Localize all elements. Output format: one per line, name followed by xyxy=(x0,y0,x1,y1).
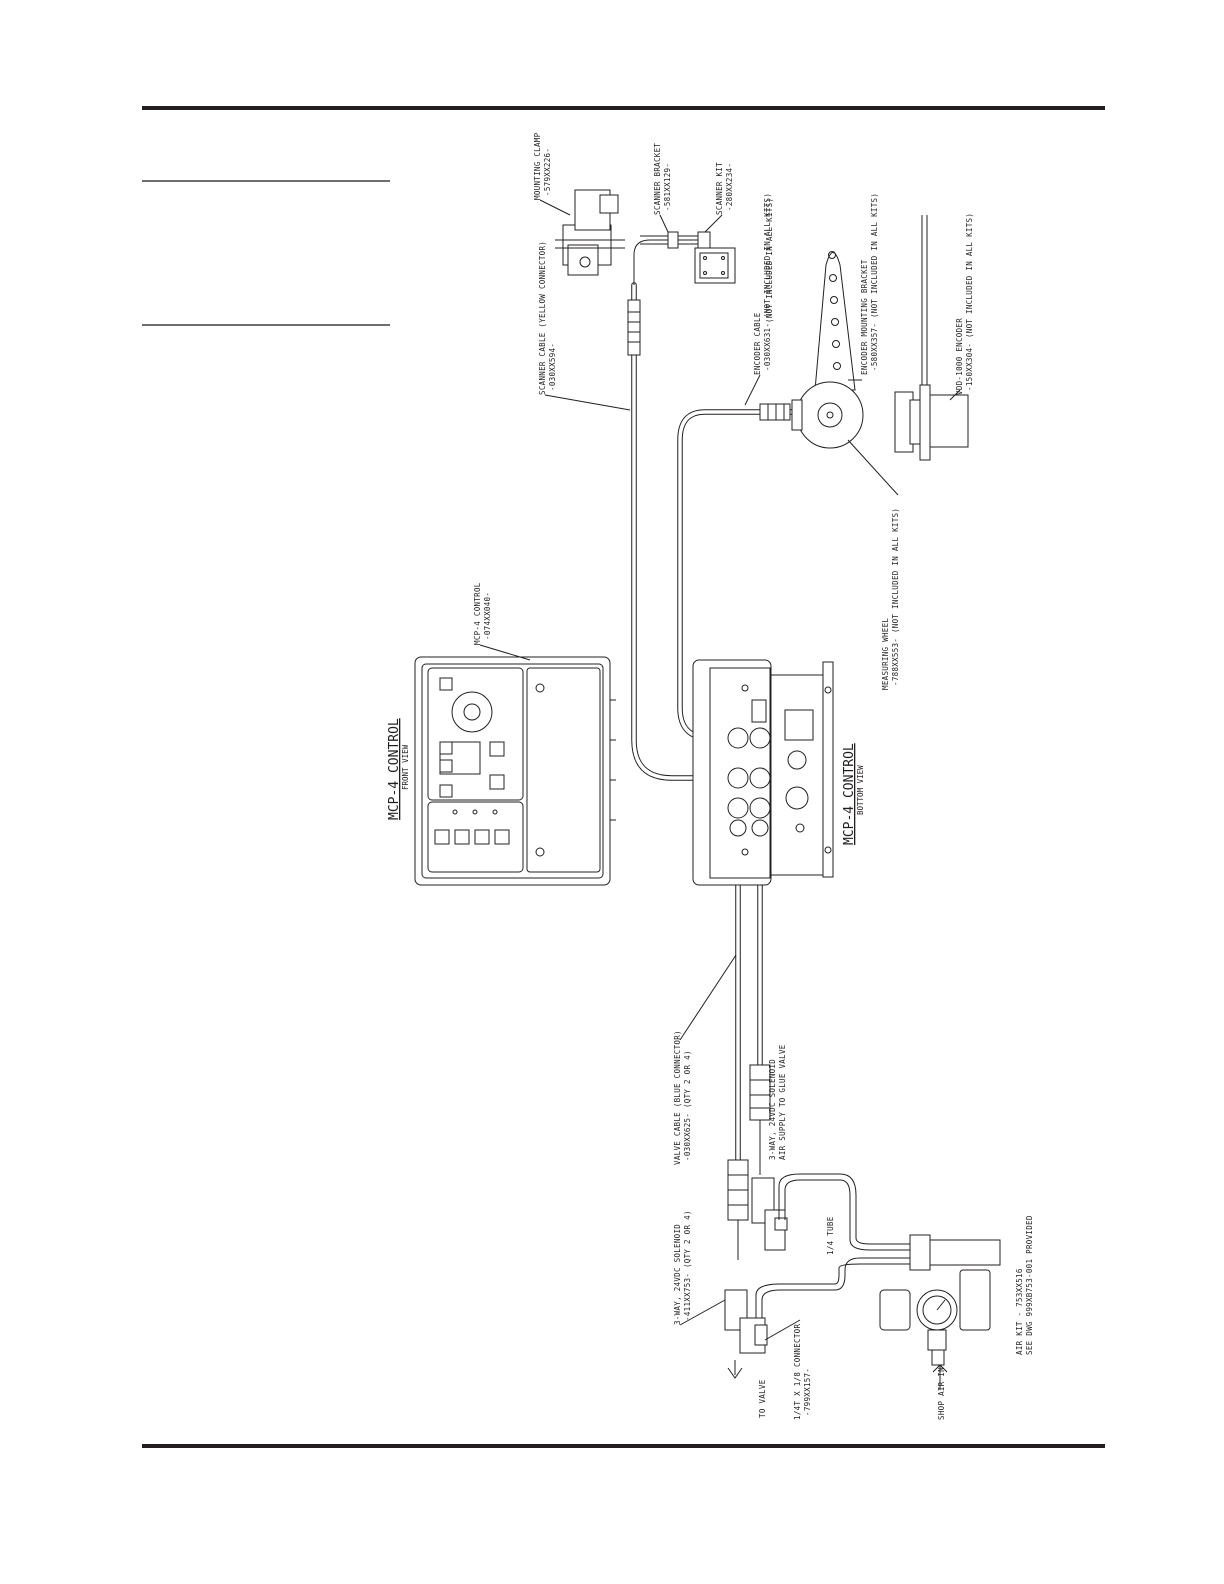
measuring-wheel xyxy=(791,381,864,449)
label-scanner-kit-pn: -280XX234- xyxy=(725,163,734,211)
sidebar-rule-bottom xyxy=(142,324,390,326)
label-scanner-kit-note: (NOT INCLUDED IN ALL KITS) xyxy=(765,198,774,323)
air-tubing xyxy=(755,1173,930,1318)
label-mcp-control-pn: -074XX040- xyxy=(483,592,492,640)
scanner-kit xyxy=(694,231,736,284)
bottom-view-subtitle: BOTTOM VIEW xyxy=(856,765,865,815)
footer-rule xyxy=(142,1444,1105,1448)
label-solenoid: 3-WAY, 24VDC SOLENOID xyxy=(673,1224,682,1325)
label-solenoid-glue-sub: AIR SUPPLY TO GLUE VALVE xyxy=(778,1044,787,1160)
label-vdd-encoder-pn: -150XX304- (NOT INCLUDED IN ALL KITS) xyxy=(965,213,974,391)
label-encoder-bracket: ENCODER MOUNTING BRACKET xyxy=(860,259,869,375)
scanner-cable xyxy=(627,239,751,781)
label-air-kit-sub: SEE DWG 999XB753-001 PROVIDED xyxy=(1025,1215,1034,1355)
front-view-subtitle: FRONT VIEW xyxy=(401,744,410,790)
leader-lines xyxy=(479,199,961,1341)
mcp4-bottom-view xyxy=(692,659,834,886)
label-measuring-wheel-pn: -788XX553- (NOT INCLUDED IN ALL KITS) xyxy=(891,508,900,686)
scanner-bracket xyxy=(640,231,705,249)
label-connector: 1/4T X 1/8 CONNECTOR xyxy=(793,1324,802,1420)
label-scanner-bracket-pn: -581XX129- xyxy=(663,163,672,211)
label-solenoid-glue: 3-WAY, 24VDC SOLENOID xyxy=(768,1059,777,1160)
label-scanner-cable-pn: -030XX594- xyxy=(548,343,557,391)
label-shop-air: SHOP AIR IN xyxy=(937,1367,946,1420)
solenoid-glue-supply xyxy=(751,1177,788,1251)
bottom-view-title: MCP-4 CONTROL xyxy=(842,743,857,845)
front-view-title: MCP-4 CONTROL xyxy=(387,718,402,820)
label-mcp-control: MCP-4 CONTROL xyxy=(473,582,482,645)
sidebar-rule-top xyxy=(142,180,390,182)
label-to-valve: TO VALVE xyxy=(758,1379,767,1418)
valve-cable-2 xyxy=(749,832,771,1175)
label-solenoid-pn: -411XX753- (QTY 2 OR 4) xyxy=(683,1210,692,1321)
label-vdd-encoder: VDD-1000 ENCODER xyxy=(955,318,964,395)
vdd-1000-encoder xyxy=(894,215,969,461)
label-measuring-wheel: MEASURING WHEEL xyxy=(881,618,890,690)
label-connector-pn: -799XX157- xyxy=(803,1368,812,1416)
mounting-clamp xyxy=(555,189,625,276)
header-rule xyxy=(142,106,1105,110)
label-tube: 1/4 TUBE xyxy=(826,1216,835,1255)
label-encoder-cable: ENCODER CABLE xyxy=(753,312,762,375)
mcp4-front-view xyxy=(414,656,616,886)
air-kit xyxy=(879,1234,1001,1390)
label-valve-cable-pn: -030XX625- (QTY 2 OR 4) xyxy=(683,1050,692,1161)
label-scanner-kit: SCANNER KIT xyxy=(715,162,724,215)
label-encoder-bracket-pn: -580XX357- (NOT INCLUDED IN ALL KITS) xyxy=(870,193,879,371)
label-scanner-bracket: SCANNER BRACKET xyxy=(653,143,662,215)
label-mounting-clamp: MOUNTING CLAMP xyxy=(533,132,542,200)
label-valve-cable: VALVE CABLE (BLUE CONNECTOR) xyxy=(673,1030,682,1165)
label-mounting-clamp-pn: -579XX226- xyxy=(543,148,552,196)
solenoid-valve xyxy=(724,1289,768,1379)
label-air-kit: AIR KIT - 753XX516 xyxy=(1015,1268,1024,1355)
label-encoder-cable-pn: -030XX631- (NOT INCLUDED IN ALL KITS) xyxy=(763,193,772,371)
encoder-mounting-bracket xyxy=(814,251,856,391)
valve-cable-1 xyxy=(727,832,749,1260)
label-scanner-cable: SCANNER CABLE (YELLOW CONNECTOR) xyxy=(538,241,547,395)
